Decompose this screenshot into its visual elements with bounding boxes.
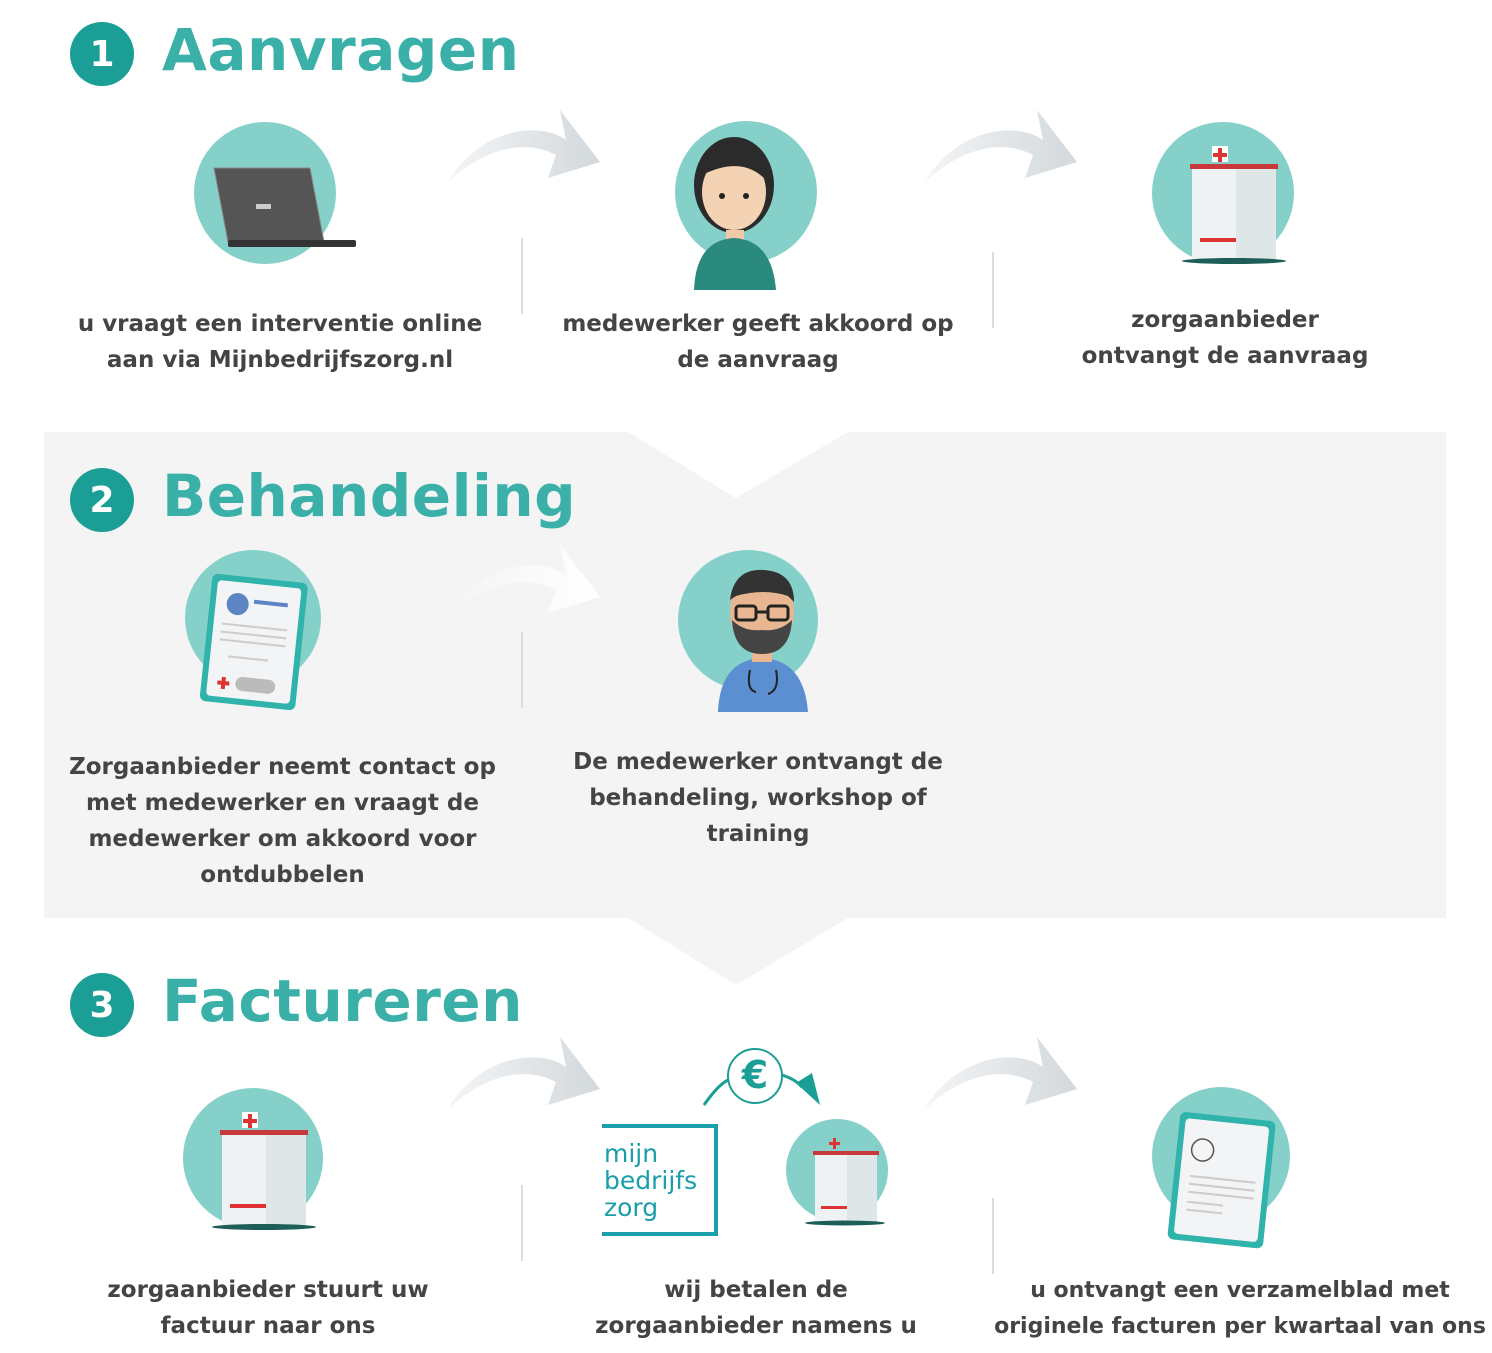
hospital-icon [786, 1119, 888, 1226]
step-number-badge: 1 [70, 22, 134, 86]
step-number-badge: 3 [70, 973, 134, 1037]
section-title: Behandeling [162, 462, 577, 530]
laptop-icon [194, 122, 356, 264]
payment-flow-arrow [702, 1048, 820, 1106]
dividers [521, 238, 994, 1274]
medical-form-icon [185, 550, 321, 711]
hospital-icon [1152, 122, 1294, 264]
euro-icon: € [741, 1053, 769, 1097]
hospital-icon [183, 1088, 323, 1230]
flow-arrow [448, 110, 600, 182]
doctor-icon [678, 550, 818, 712]
section-title: Aanvragen [162, 16, 520, 84]
flow-arrow [925, 110, 1077, 182]
employee-icon [675, 121, 817, 290]
invoice-icon [1152, 1087, 1290, 1249]
section-title: Factureren [162, 967, 523, 1035]
step-number-badge: 2 [70, 468, 134, 532]
flow-arrow [925, 1037, 1077, 1109]
flow-arrow [448, 1037, 600, 1109]
